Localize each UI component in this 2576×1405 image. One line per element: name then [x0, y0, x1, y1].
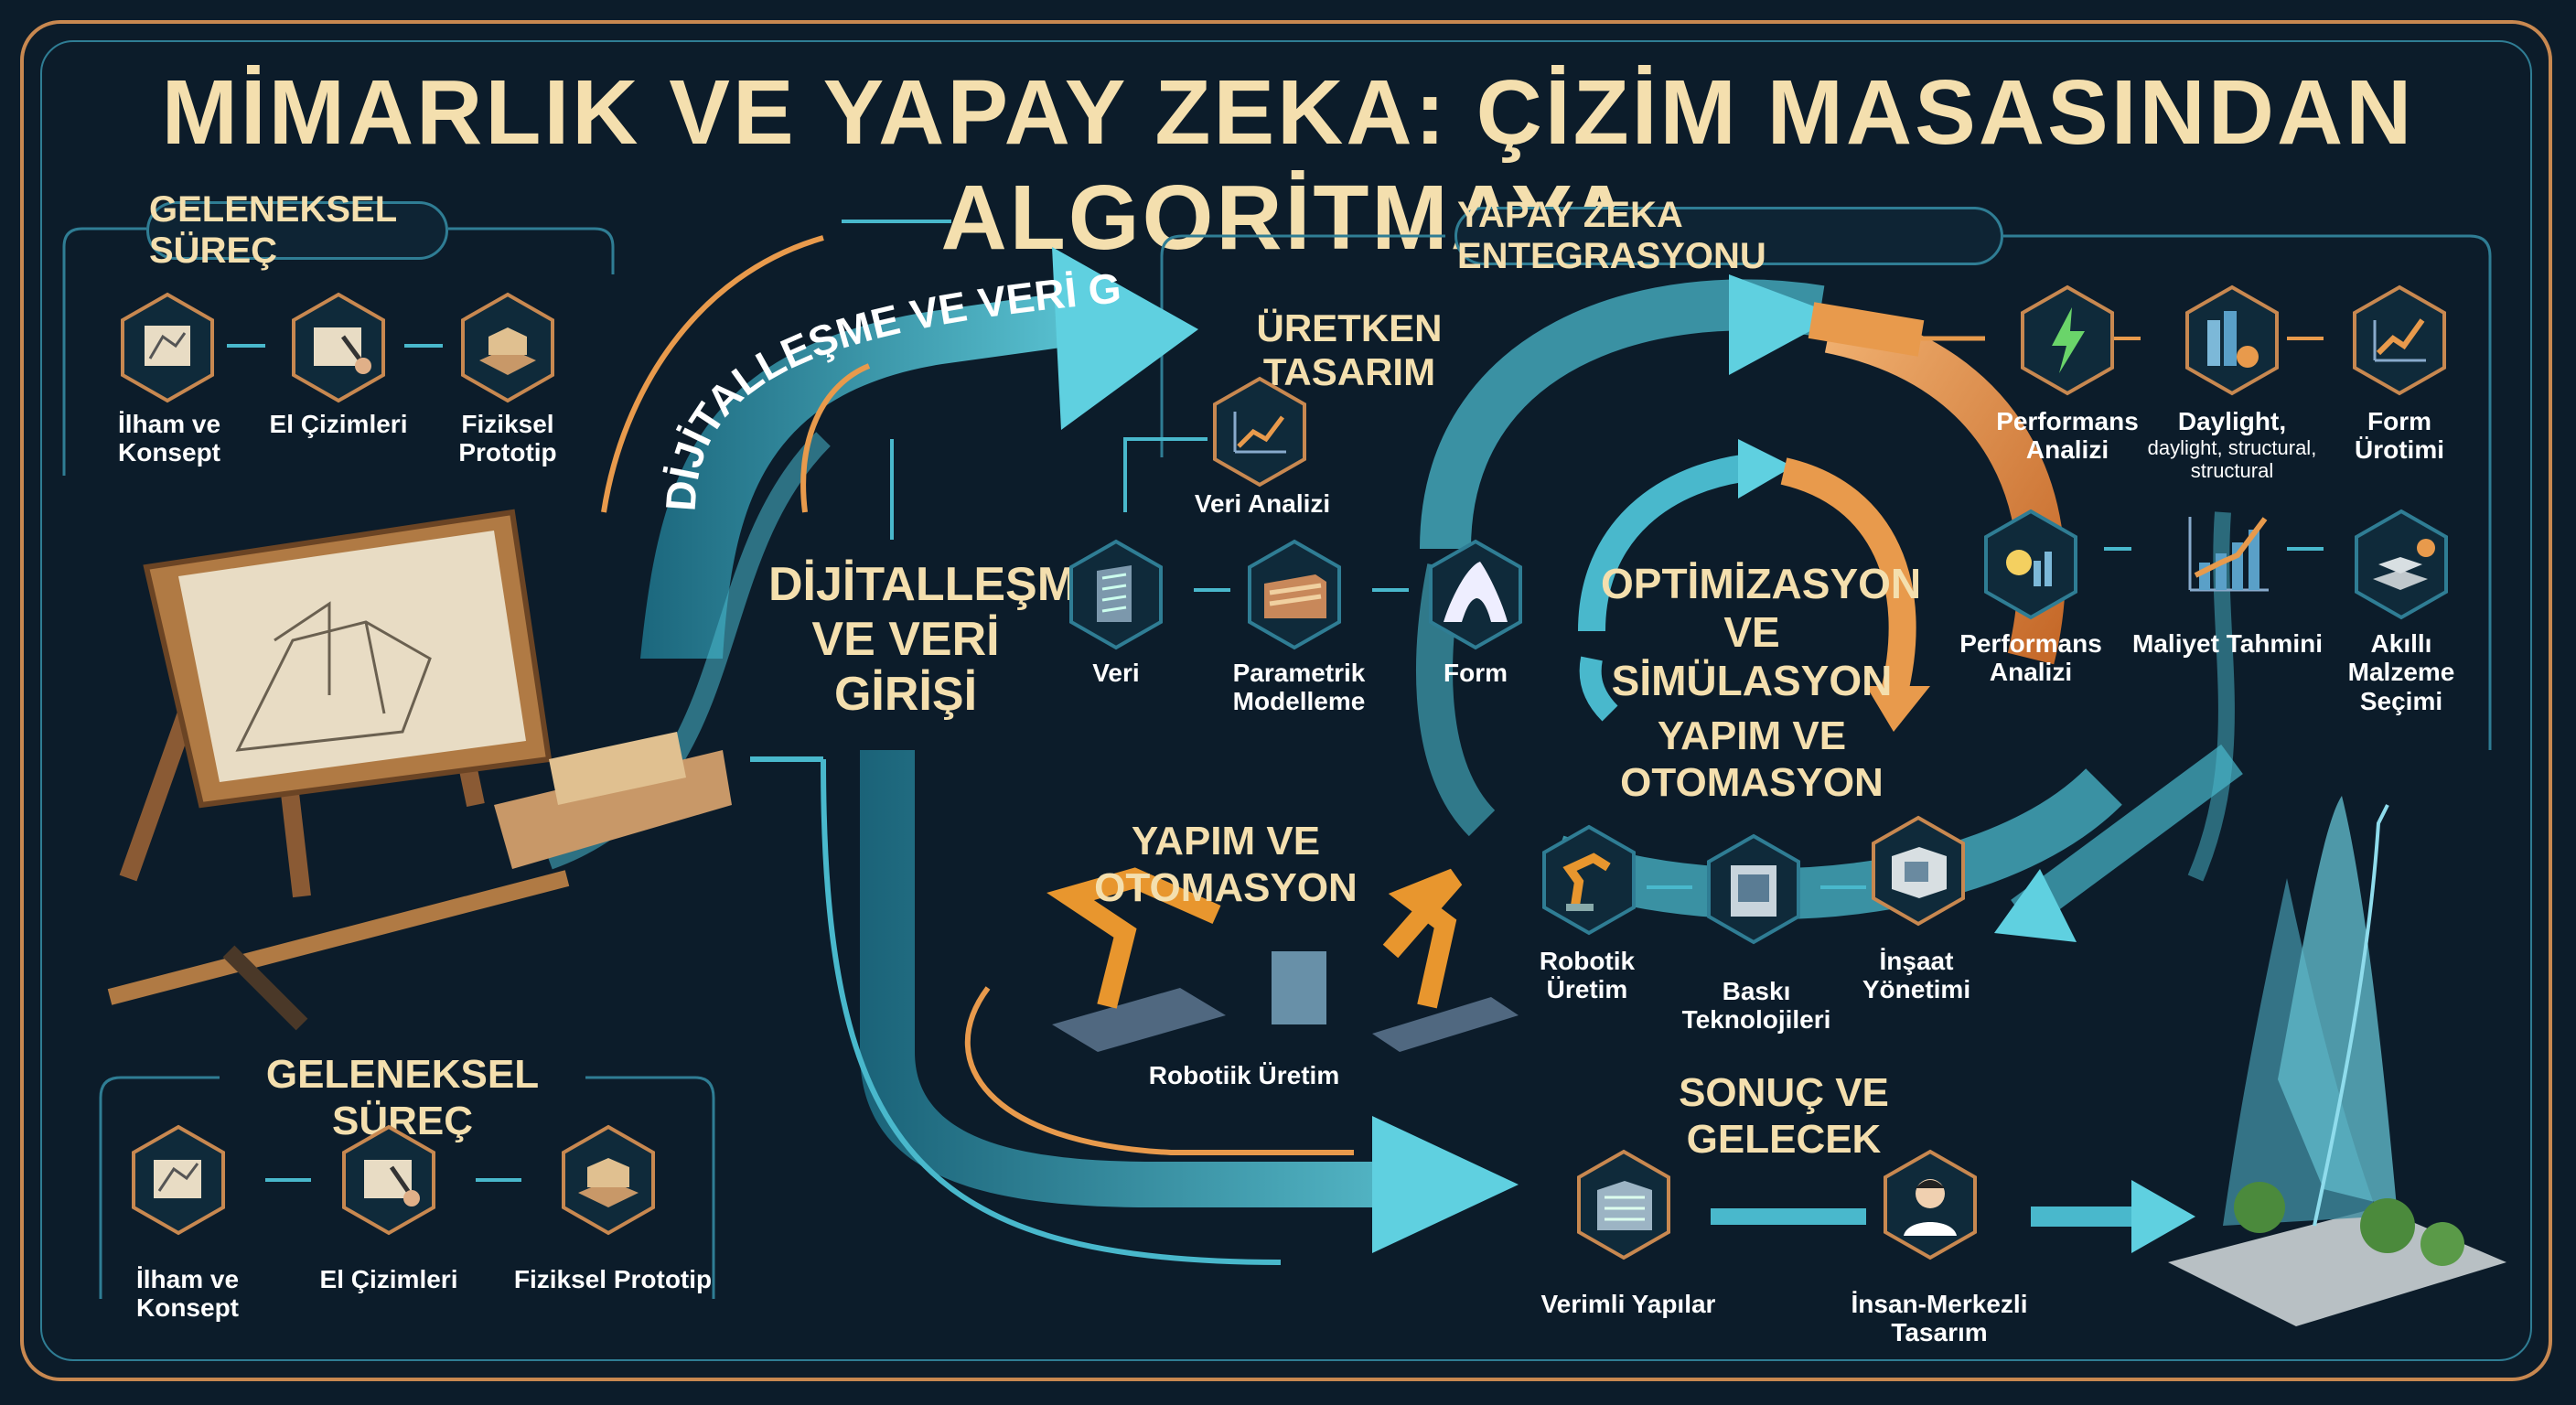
construction-cycle-heading: YAPIM VE OTOMASYON	[1620, 713, 1884, 805]
inner-frame	[40, 40, 2532, 1361]
robot-arm-icon	[1539, 823, 1639, 937]
right-incoming-arrow	[2011, 744, 2243, 930]
mid-right-label-2: Maliyet Tahmini	[2132, 629, 2323, 658]
orange-thin-arrow-right	[800, 363, 871, 513]
robotics-heading: YAPIM VE OTOMASYON	[1094, 819, 1358, 910]
optimization-heading: OPTİMİZASYON VE SİMÜLASYON	[1601, 560, 1922, 704]
hand-drawing-icon	[288, 291, 389, 404]
parametric-building-icon	[1244, 538, 1345, 651]
cost-chart-icon	[2177, 499, 2278, 612]
construction-label-2: Baskı Teknolojileri	[1681, 977, 1831, 1035]
ai-panel-outline	[1160, 234, 2492, 750]
bottom-orange-flow	[964, 986, 1354, 1155]
data-analysis-connector	[1123, 437, 1208, 512]
concept-sketch-icon	[117, 291, 218, 404]
traditional-top-label-2: El Çizimleri	[269, 410, 408, 438]
orange-thin-arrow-left	[601, 235, 824, 513]
result-arrowhead	[2131, 1180, 2195, 1253]
robotics-label: Robotiik Üretim	[1148, 1061, 1340, 1089]
bottom-flow-arrowhead	[1372, 1116, 1519, 1253]
construction-label-3: İnşaat Yönetimi	[1862, 947, 1971, 1004]
lightning-icon	[2017, 284, 2118, 397]
generative-design-heading: ÜRETKEN TASARIM	[1256, 306, 1443, 394]
traditional-bottom-label-2: El Çizimleri	[319, 1265, 458, 1293]
result-heading: SONUÇ VE GELECEK	[1679, 1070, 1889, 1162]
cycle-inner-orange-head	[1866, 686, 1930, 732]
traditional-top-heading: GELENEKSEL SÜREÇ	[146, 189, 448, 271]
cycle-inner-teal	[1578, 453, 1758, 632]
drafting-table-illustration	[107, 509, 732, 1031]
cycle-orange-top	[1808, 302, 1925, 357]
result-label-2: İnsan-Merkezli Tasarım	[1851, 1290, 2028, 1347]
mid-right-label-3: Akıllı Malzeme Seçimi	[2347, 629, 2455, 715]
traditional-top-label-3: Fiziksel Prototip	[458, 410, 557, 467]
digitalization-heading: DİJİTALLEŞME VE VERİ GİRİŞİ	[768, 558, 1109, 721]
ai-flow-label-veri: Veri	[1092, 659, 1140, 687]
construction-label-1: Robotik Üretim	[1539, 947, 1636, 1004]
top-right-label-3: Form Ürotimi	[2355, 407, 2444, 465]
lightbulb-chart-icon	[1980, 508, 2081, 621]
outer-frame	[20, 20, 2552, 1381]
hand-drawing-icon	[338, 1123, 439, 1237]
construction-box-icon	[1868, 814, 1969, 928]
cycle-inner-arrowhead	[1738, 439, 1793, 499]
cycle-outer-arrowhead	[1729, 274, 1839, 375]
digitalization-arrow-head	[1052, 247, 1198, 430]
right-incoming-head	[1994, 869, 2077, 942]
top-right-sub-label-2: daylight, structural, structural	[2147, 436, 2317, 482]
robotic-arms-illustration	[1046, 867, 1519, 1052]
traditional-top-panel-outline	[62, 227, 615, 476]
twisted-skyscraper-illustration	[2168, 796, 2506, 1326]
traditional-bottom-panel-outline	[99, 1076, 715, 1299]
office-building-icon	[1066, 538, 1166, 651]
ai-flow-label-form: Form	[1444, 659, 1508, 687]
concept-sketch-icon	[128, 1123, 229, 1237]
traditional-bottom-label-1: İlham ve Konsept	[135, 1265, 240, 1323]
efficient-building-icon	[1573, 1148, 1674, 1261]
mid-right-label-1: Performans Analizi	[1959, 629, 2102, 687]
physical-model-icon	[558, 1123, 659, 1237]
ai-flow-label-parametric: Parametrik Modelleme	[1232, 659, 1366, 716]
material-blocks-icon	[2351, 508, 2452, 621]
ai-integration-heading: YAPAY ZEKA ENTEGRASYONU	[1454, 195, 2003, 276]
digitalization-arrow-body	[640, 293, 1061, 659]
growth-chart-icon	[2349, 284, 2450, 397]
cycle-inner-orange	[1780, 457, 1916, 699]
data-analysis-icon	[1209, 375, 1310, 488]
bar-chart-dollar-icon	[2182, 284, 2282, 397]
freeform-shell-icon	[1425, 538, 1526, 651]
traditional-top-label-1: İlham ve Konsept	[117, 410, 221, 467]
top-right-label-2: Daylight,	[2177, 407, 2287, 435]
physical-model-icon	[457, 291, 558, 404]
result-label-1: Verimli Yapılar	[1540, 1290, 1716, 1318]
bottom-flow-body	[860, 750, 1390, 1207]
bottom-thin-teal	[821, 758, 1282, 1265]
data-analysis-label: Veri Analizi	[1194, 489, 1331, 518]
top-right-label-1: Performans Analizi	[1996, 407, 2139, 465]
3d-printer-icon	[1703, 832, 1804, 946]
traditional-bottom-label-3: Fiziksel Prototip	[513, 1265, 713, 1293]
cycle-inner-teal-left	[1579, 656, 1618, 722]
person-icon	[1880, 1148, 1980, 1261]
